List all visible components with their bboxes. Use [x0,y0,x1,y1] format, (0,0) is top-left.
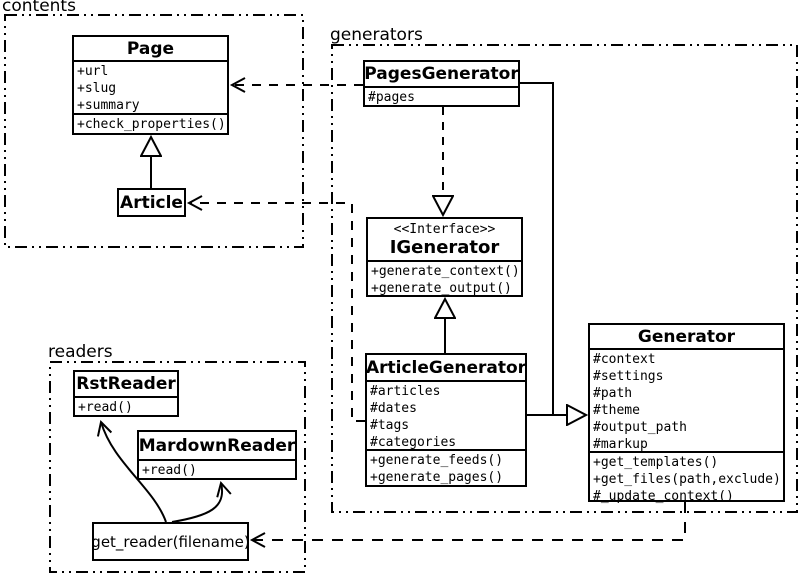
class-mardownreader: MardownReader +read() [137,430,297,480]
articlegenerator-to-article-dependency-arrow [186,195,365,422]
attribute: #categories [370,435,457,450]
attribute: #pages [368,90,415,105]
class-articlegenerator-methods: +generate_feeds() +generate_pages() [367,451,525,487]
class-igenerator-name: IGenerator [389,236,500,258]
attribute: #dates [370,401,417,416]
attribute: #context [593,352,656,367]
class-articlegenerator-title: ArticleGenerator [366,355,526,382]
getreader-to-rstreader-arrow [96,419,167,523]
method: +get_files(path,exclude) [593,472,781,487]
package-label-readers: readers [48,342,113,362]
attribute: #path [593,386,633,401]
generators-package-border [331,44,798,513]
class-page: Page +url +slug +summary +check_properti… [72,35,229,135]
attribute: #theme [593,403,640,418]
interface-stereotype: <<Interface>> [393,221,496,237]
package-label-contents: contents [2,0,76,16]
attribute: #articles [370,384,441,399]
attribute: #tags [370,418,410,433]
method: #_update_context() [593,489,734,504]
function-get-reader-label: get_reader(filename) [91,532,250,551]
method: +read() [142,463,197,478]
class-rstreader: RstReader +read() [73,370,179,417]
class-generator-attributes: #context #settings #path #theme #output_… [590,350,783,453]
class-igenerator-methods: +generate_context() +generate_output() [368,262,521,298]
class-rstreader-methods: +read() [75,398,177,417]
attribute: #output_path [593,420,687,435]
class-pagesgenerator-title: PagesGenerator [364,62,519,88]
method: +check_properties() [77,117,226,132]
pagesgenerator-to-generator-inheritance-arrow [520,82,586,415]
class-articlegenerator-attributes: #articles #dates #tags #categories [367,382,525,451]
attribute: +url [77,64,109,79]
attribute: #markup [593,437,648,452]
class-rstreader-title: RstReader [75,372,177,398]
class-generator: Generator #context #settings #path #them… [588,323,785,504]
method: +generate_feeds() [370,453,504,468]
method: +get_templates() [593,455,719,470]
package-label-generators: generators [330,25,423,45]
class-generator-title: Generator [590,325,783,350]
class-pagesgenerator-attributes: #pages [365,88,518,107]
method: +read() [78,400,133,415]
attribute: +summary [77,98,140,113]
class-page-attributes: +url +slug +summary [74,62,227,115]
contents-package-border [4,14,304,248]
class-articlegenerator: ArticleGenerator #articles #dates #tags … [365,353,527,487]
method: +generate_output() [371,281,512,296]
attribute: +slug [77,81,117,96]
class-article-title: Article [120,192,183,213]
generator-to-getreader-dependency-arrow [249,502,686,548]
class-page-methods: +check_properties() [74,115,227,134]
class-generator-methods: +get_templates() +get_files(path,exclude… [590,453,783,506]
class-mardownreader-title: MardownReader [139,432,295,461]
class-article: Article [117,188,186,217]
getreader-to-mardownreader-arrow [171,480,232,523]
attribute: #settings [593,369,664,384]
method: +generate_context() [371,264,520,279]
function-get-reader: get_reader(filename) [91,522,250,561]
readers-package-border [49,361,306,573]
class-mardownreader-methods: +read() [139,461,295,480]
class-igenerator-title: <<Interface>> IGenerator [368,219,521,262]
method: +generate_pages() [370,470,504,485]
class-page-title: Page [74,37,227,62]
class-igenerator: <<Interface>> IGenerator +generate_conte… [366,217,523,297]
class-pagesgenerator: PagesGenerator #pages [363,60,520,107]
